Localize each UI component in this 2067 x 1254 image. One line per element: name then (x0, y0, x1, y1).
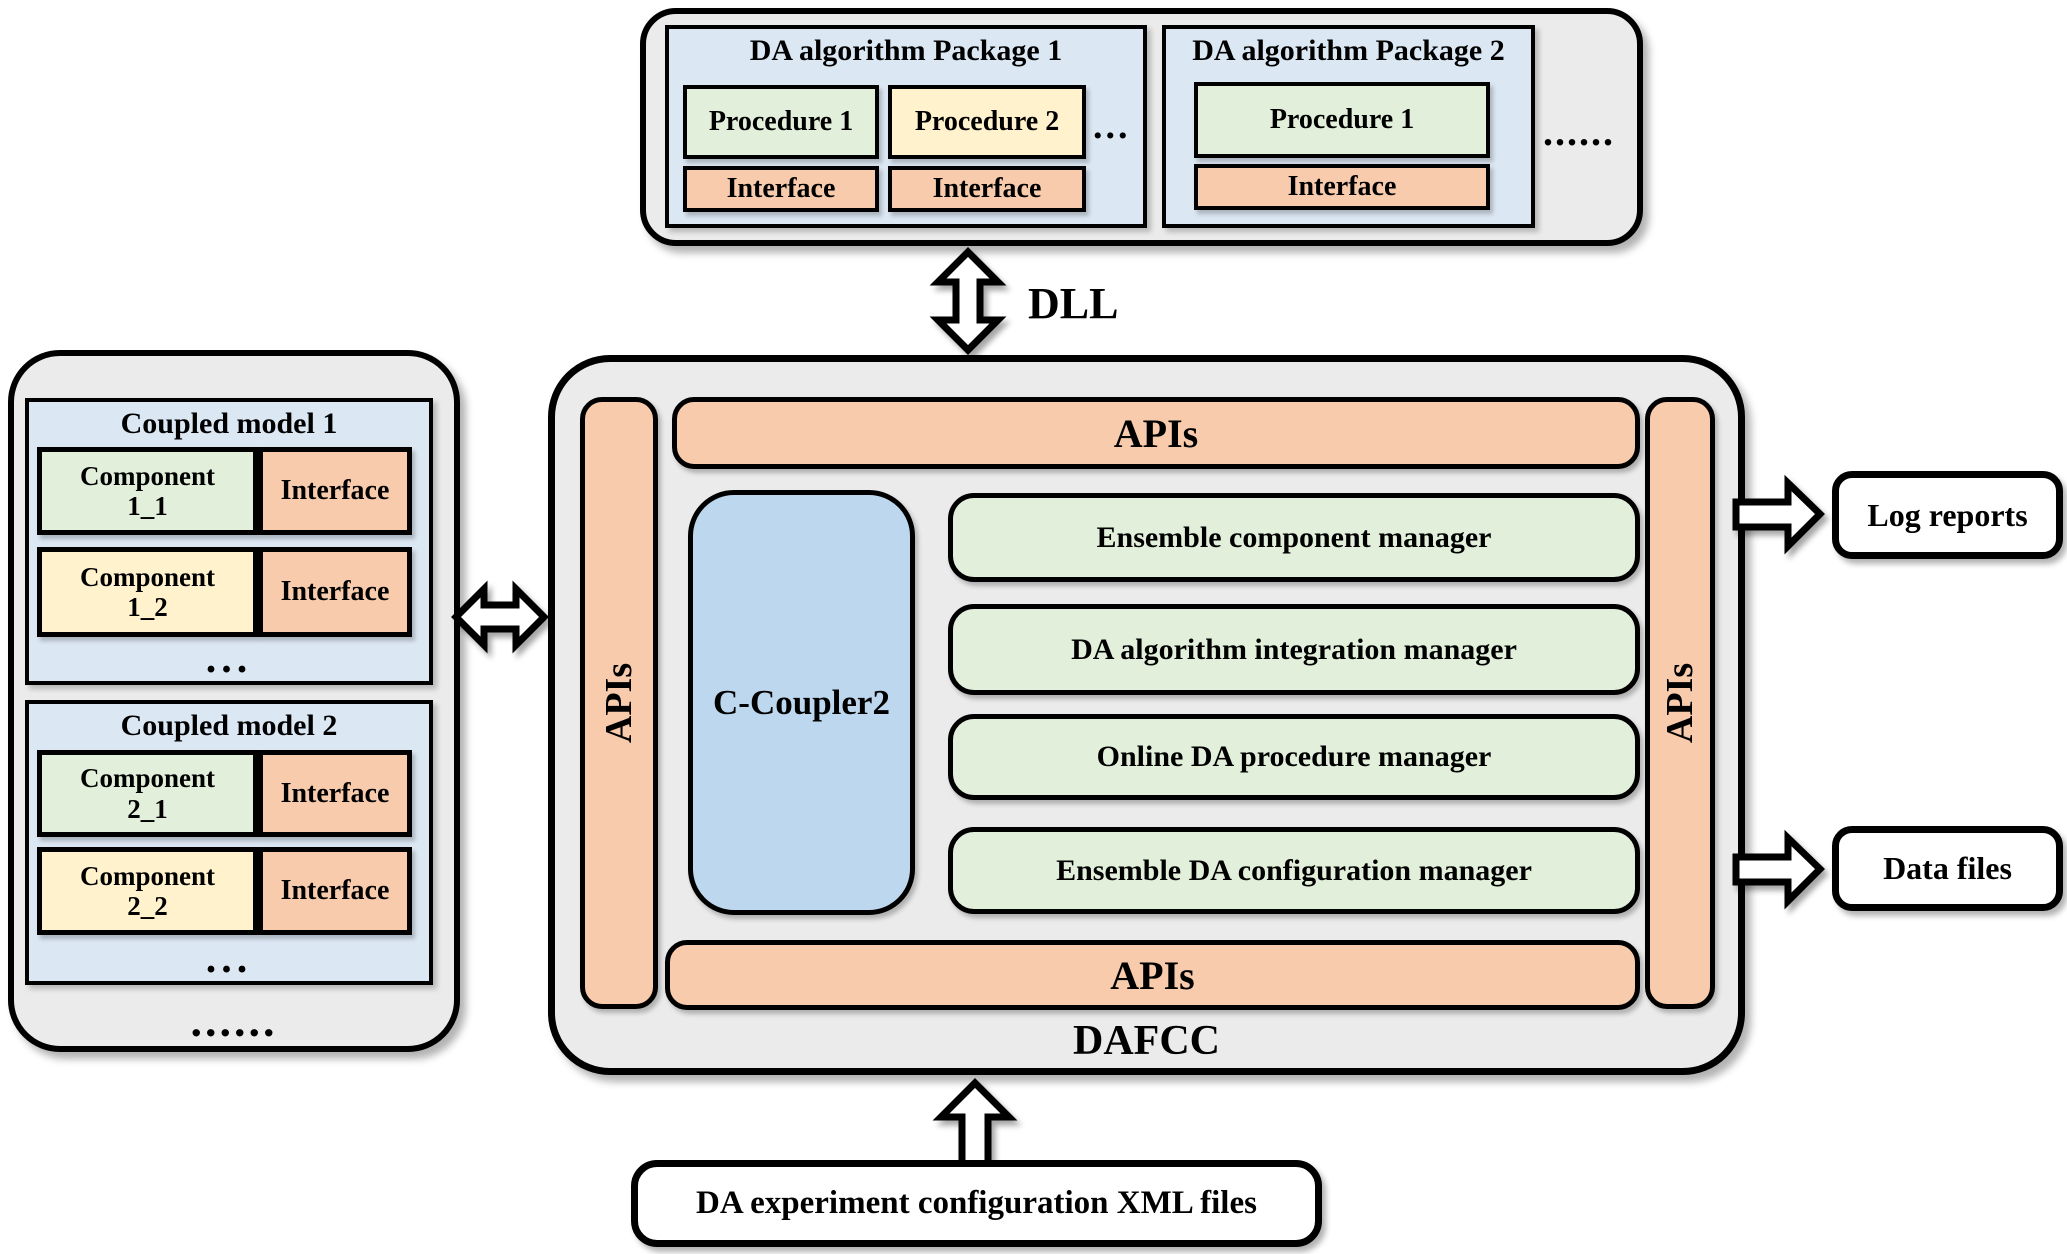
component-1-1: Component 1_1 (37, 447, 258, 535)
c-coupler2-box: C-Coupler2 (688, 490, 915, 915)
xml-config-up-arrow-icon (932, 1078, 1018, 1170)
component-1-1-line2: 1_1 (127, 491, 168, 521)
model-1-more-dots: ... (205, 636, 253, 682)
interface-1-1: Interface (258, 447, 412, 535)
coupled-models-panel: Coupled model 1 Component 1_1 Interface … (8, 350, 460, 1052)
package1-procedure-2: Procedure 2 (888, 85, 1086, 159)
ensemble-component-manager: Ensemble component manager (948, 493, 1640, 582)
component-2-1-line1: Component (79, 763, 215, 794)
package1-procedure-1: Procedure 1 (683, 85, 879, 159)
interface-1-2: Interface (258, 547, 412, 637)
da-package-2-title: DA algorithm Package 2 (1192, 34, 1505, 67)
component-1-2: Component 1_2 (37, 547, 258, 637)
coupled-model-1: Coupled model 1 Component 1_1 Interface … (25, 398, 433, 685)
package1-more-dots: ... (1093, 105, 1131, 147)
xml-config-box: DA experiment configuration XML files (631, 1160, 1322, 1247)
component-2-1: Component 2_1 (37, 750, 258, 837)
dll-double-arrow-icon (929, 247, 1007, 355)
dafcc-panel: APIs APIs APIs C-Coupler2 Ensemble compo… (548, 355, 1745, 1075)
component-1-2-line2: 1_2 (127, 592, 168, 622)
apis-top-bar: APIs (672, 397, 1640, 469)
component-2-2-line2: 2_2 (127, 891, 168, 921)
models-more-dots: ...... (190, 995, 278, 1046)
packages-more-dots: ...... (1543, 109, 1615, 154)
component-1-1-line1: Component (79, 460, 215, 491)
ensemble-da-configuration-manager: Ensemble DA configuration manager (948, 827, 1640, 914)
apis-right-bar: APIs (1645, 397, 1715, 1009)
log-reports-box: Log reports (1832, 471, 2063, 559)
component-2-2: Component 2_2 (37, 847, 258, 935)
coupled-model-2: Coupled model 2 Component 2_1 Interface … (25, 700, 433, 985)
package1-interface-2: Interface (888, 166, 1086, 212)
apis-right-label: APIs (1659, 662, 1702, 744)
dafcc-label: DAFCC (1073, 1018, 1220, 1064)
models-dafcc-double-arrow-icon (451, 580, 549, 654)
da-package-2: DA algorithm Package 2 Procedure 1 Inter… (1162, 25, 1535, 228)
interface-2-1: Interface (258, 750, 412, 837)
interface-2-2: Interface (258, 847, 412, 935)
model-2-more-dots: ... (205, 936, 253, 982)
coupled-model-1-title: Coupled model 1 (120, 407, 338, 440)
package2-interface-1: Interface (1194, 164, 1490, 210)
apis-bottom-bar: APIs (665, 940, 1640, 1010)
da-package-1-title: DA algorithm Package 1 (749, 34, 1063, 67)
da-packages-panel: DA algorithm Package 1 Procedure 1 Proce… (640, 8, 1643, 246)
da-package-1: DA algorithm Package 1 Procedure 1 Proce… (665, 25, 1147, 228)
apis-left-bar: APIs (580, 397, 658, 1009)
component-1-2-line1: Component (79, 561, 215, 592)
dll-label: DLL (1028, 279, 1119, 328)
component-2-1-line2: 2_1 (127, 793, 168, 824)
online-da-procedure-manager: Online DA procedure manager (948, 714, 1640, 800)
data-files-box: Data files (1832, 826, 2063, 911)
log-reports-arrow-icon (1732, 474, 1825, 555)
data-files-arrow-icon (1732, 829, 1825, 910)
coupled-model-2-title: Coupled model 2 (120, 709, 338, 742)
da-algorithm-integration-manager: DA algorithm integration manager (948, 604, 1640, 695)
package1-interface-1: Interface (683, 166, 879, 212)
package2-procedure-1: Procedure 1 (1194, 82, 1490, 158)
component-2-2-line1: Component (79, 860, 215, 891)
apis-left-label: APIs (598, 662, 641, 744)
